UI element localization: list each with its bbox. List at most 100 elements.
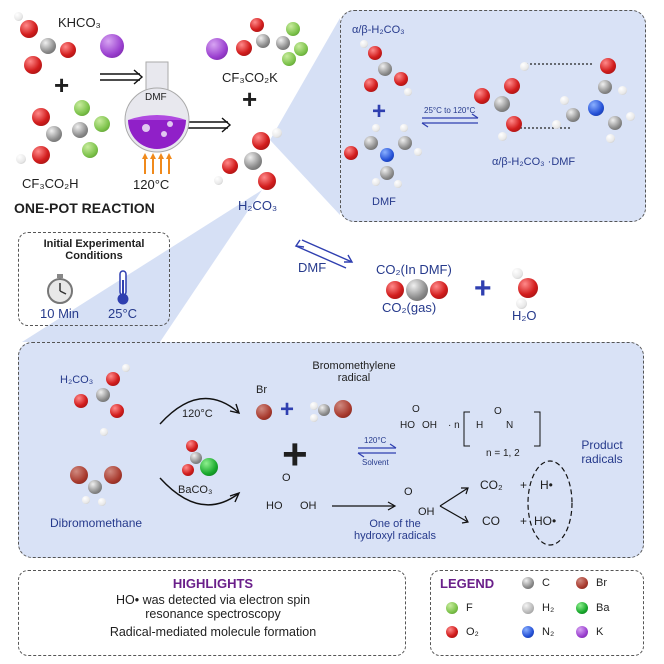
carbon-atom (378, 62, 392, 76)
radical-panel (18, 342, 644, 558)
oxygen-atom (74, 394, 88, 408)
radical-oh-label: OH (418, 506, 435, 518)
legend-br-label: Br (596, 577, 607, 589)
baco3-label: BaCO₃ (178, 484, 213, 496)
cf3co2k-label: CF₃CO₂K (222, 70, 278, 85)
fluorine-atom (82, 142, 98, 158)
legend-n-icon (522, 626, 534, 638)
eq-solvent-label: Solvent (362, 458, 389, 467)
stopwatch-icon (47, 274, 73, 304)
thermometer-icon (117, 270, 129, 305)
fluorine-atom (74, 100, 90, 116)
hydrogen-atom (512, 268, 523, 279)
hydrogen-atom (394, 180, 402, 188)
water-label: H₂O (512, 308, 537, 323)
highlight-line1: HO• was detected via electron spin (115, 593, 311, 607)
carbon-atom (46, 126, 62, 142)
hydrogen-atom (606, 134, 615, 143)
fluorine-atom (282, 52, 296, 66)
hydrogen-atom (16, 154, 26, 164)
oxygen-atom (250, 18, 264, 32)
hydrogen-atom (414, 148, 422, 156)
fluorine-atom (294, 42, 308, 56)
highlight-line3: Radical-mediated molecule formation (109, 625, 317, 639)
amide-h: H (476, 420, 484, 431)
legend-ba-label: Ba (596, 602, 610, 614)
plus-sign: + (242, 84, 258, 114)
hydrogen-atom (372, 124, 380, 132)
hydrogen-atom (552, 120, 561, 129)
temp-top-label: 120°C (182, 408, 213, 420)
hydroxyl-line2: hydroxyl radicals (354, 530, 436, 542)
carbon-atom (318, 404, 330, 416)
legend-h-icon (522, 602, 534, 614)
amide-n: N (506, 420, 514, 431)
carbon-atom (72, 122, 88, 138)
legend-ba-icon (576, 602, 588, 614)
oxygen-atom (518, 278, 538, 298)
complex-acid-ho: HO (400, 420, 415, 431)
hydrogen-atom (626, 112, 635, 121)
oxygen-atom (24, 56, 42, 74)
equilibrium-temp-label: 25°C to 120°C (424, 106, 476, 115)
hydrogen-atom (360, 40, 368, 48)
oxygen-atom (32, 146, 50, 164)
legend-o-icon (446, 626, 458, 638)
carbon-atom (380, 166, 394, 180)
oxygen-atom (386, 281, 404, 299)
h2co3-label: H₂CO₃ (60, 374, 94, 386)
hydrogen-atom (310, 402, 318, 410)
dibromomethane-label: Dibromomethane (50, 516, 143, 530)
highlights-content: HIGHLIGHTS HO• was detected via electron… (18, 576, 408, 639)
khco3-label: KHCO₃ (58, 15, 101, 30)
hydrogen-atom (618, 86, 627, 95)
plus-sign: + (520, 514, 528, 528)
dmf-label: DMF (372, 196, 396, 208)
legend-c-icon (522, 577, 534, 589)
hydrogen-atom (214, 176, 223, 185)
oxygen-atom (600, 58, 616, 74)
plus-sign: + (372, 98, 387, 125)
acid-ho-label: HO (266, 500, 283, 512)
highlight-line2: resonance spectroscopy (145, 607, 281, 621)
co-label: CO (482, 514, 500, 528)
legend-c-label: C (542, 577, 550, 589)
oxygen-atom (394, 72, 408, 86)
hydrogen-atom (14, 12, 23, 21)
acid-o-label: O (282, 472, 291, 484)
oxygen-atom (344, 146, 358, 160)
legend-k-label: K (596, 626, 604, 638)
ho-radical-label: HO• (534, 514, 557, 528)
carbon-atom (598, 80, 612, 94)
complex-label: α/β-H₂CO₃ ·DMF (492, 156, 576, 168)
legend-k-icon (576, 626, 588, 638)
oxygen-atom (186, 440, 198, 452)
oxygen-atom (32, 108, 50, 126)
potassium-atom (100, 34, 124, 58)
carbon-atom (96, 388, 110, 402)
legend-h-label: H₂ (542, 602, 555, 614)
h2co3-dmf-panel (340, 10, 646, 222)
legend-n-label: N₂ (542, 626, 555, 638)
co2-gas-label: CO₂(gas) (382, 300, 437, 315)
plus-sign: + (280, 396, 295, 423)
product-line2: radicals (581, 452, 623, 466)
oxygen-atom (252, 132, 270, 150)
condition-time: 10 Min (40, 306, 80, 321)
oxygen-atom (60, 42, 76, 58)
bromine-atom (256, 404, 272, 420)
legend-box (430, 570, 644, 656)
product-radicals-caption: Product radicals (570, 438, 634, 466)
oxygen-atom (368, 46, 382, 60)
hydrogen-atom (372, 178, 380, 186)
hydroxyl-line1: One of the (369, 518, 421, 530)
bromine-atom (104, 466, 122, 484)
oxygen-atom (504, 78, 520, 94)
oxygen-atom (258, 172, 276, 190)
hydrogen-atom (560, 96, 569, 105)
hydrogen-atom (98, 498, 106, 506)
one-pot-title: ONE-POT REACTION (14, 200, 155, 216)
potassium-atom (206, 38, 228, 60)
